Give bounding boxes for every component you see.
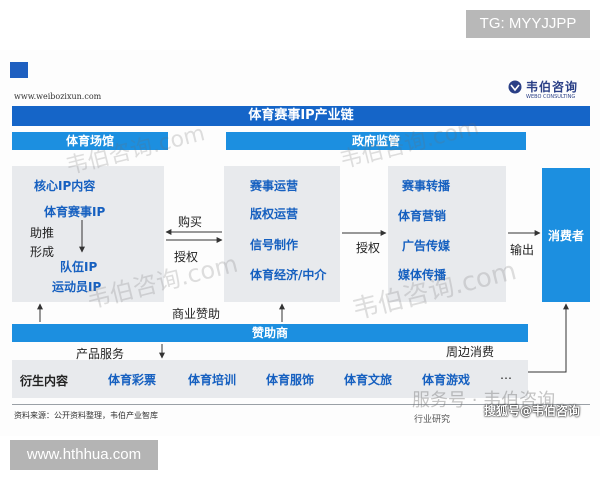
consumer-box: 消费者: [542, 168, 590, 302]
derivatives-label: 衍生内容: [20, 374, 69, 388]
square-icon: [10, 62, 28, 78]
ops-item-signal-production: 信号制作: [250, 238, 299, 252]
ops-item-event-operation: 赛事运营: [250, 179, 299, 193]
output-label: 输出: [510, 243, 535, 257]
logo-cn-text: 韦伯咨询: [526, 80, 579, 94]
media-item-marketing: 体育营销: [398, 209, 447, 223]
tg-badge: TG: MYYJJPP: [466, 10, 590, 38]
core-ip-box: [12, 166, 164, 302]
form-label: 形成: [30, 245, 55, 259]
derivatives-row: [12, 360, 528, 398]
site-url: www.weibozixun.com: [14, 92, 102, 101]
consumer-label: 消费者: [547, 228, 584, 243]
ops-box: [224, 166, 340, 302]
team-ip-label: 队伍IP: [60, 260, 98, 274]
derivative-apparel: 体育服饰: [266, 373, 315, 387]
sponsor-bar: 赞助商: [12, 324, 528, 342]
arrow-peripheral: [528, 303, 569, 373]
product-service-label: 产品服务: [76, 347, 125, 361]
media-item-broadcast: 赛事转播: [402, 179, 451, 193]
peripheral-consumption-label: 周边消费: [446, 345, 495, 359]
event-ip-label: 体育赛事IP: [44, 205, 106, 219]
derivatives-more: …: [500, 368, 512, 382]
commercial-sponsor-label: 商业赞助: [172, 307, 221, 321]
derivative-lottery: 体育彩票: [108, 373, 157, 387]
site-badge: www.hthhua.com: [10, 440, 158, 470]
media-item-advertising: 广告传媒: [402, 239, 451, 253]
media-item-communication: 媒体传播: [398, 268, 447, 282]
diagram-title: 体育赛事IP产业链: [12, 106, 590, 126]
ops-item-sports-agency: 体育经济/中介: [250, 268, 327, 282]
boost-label: 助推: [30, 226, 55, 240]
section-government: 政府监管: [226, 132, 526, 150]
ops-item-copyright-operation: 版权运营: [250, 207, 299, 221]
source-note: 资料来源：公开资料整理，韦伯产业智库: [14, 411, 158, 420]
derivative-tourism: 体育文旅: [344, 373, 393, 387]
footer-divider: [12, 404, 590, 405]
webo-logo: 韦伯咨询 WEBO CONSULTING: [508, 78, 588, 102]
media-box: [388, 166, 506, 302]
derivative-games: 体育游戏: [422, 373, 471, 387]
logo-mark-icon: [508, 80, 522, 94]
derivative-training: 体育培训: [188, 373, 237, 387]
section-venue: 体育场馆: [12, 132, 168, 150]
footer-right-text: 行业研究: [414, 415, 451, 425]
athlete-ip-label: 运动员IP: [52, 280, 102, 294]
buy-label: 购买: [178, 215, 203, 229]
license-left-label: 授权: [174, 250, 199, 264]
logo-en-text: WEBO CONSULTING: [526, 94, 576, 100]
core-ip-title: 核心IP内容: [34, 179, 96, 193]
license-right-label: 授权: [356, 241, 381, 255]
